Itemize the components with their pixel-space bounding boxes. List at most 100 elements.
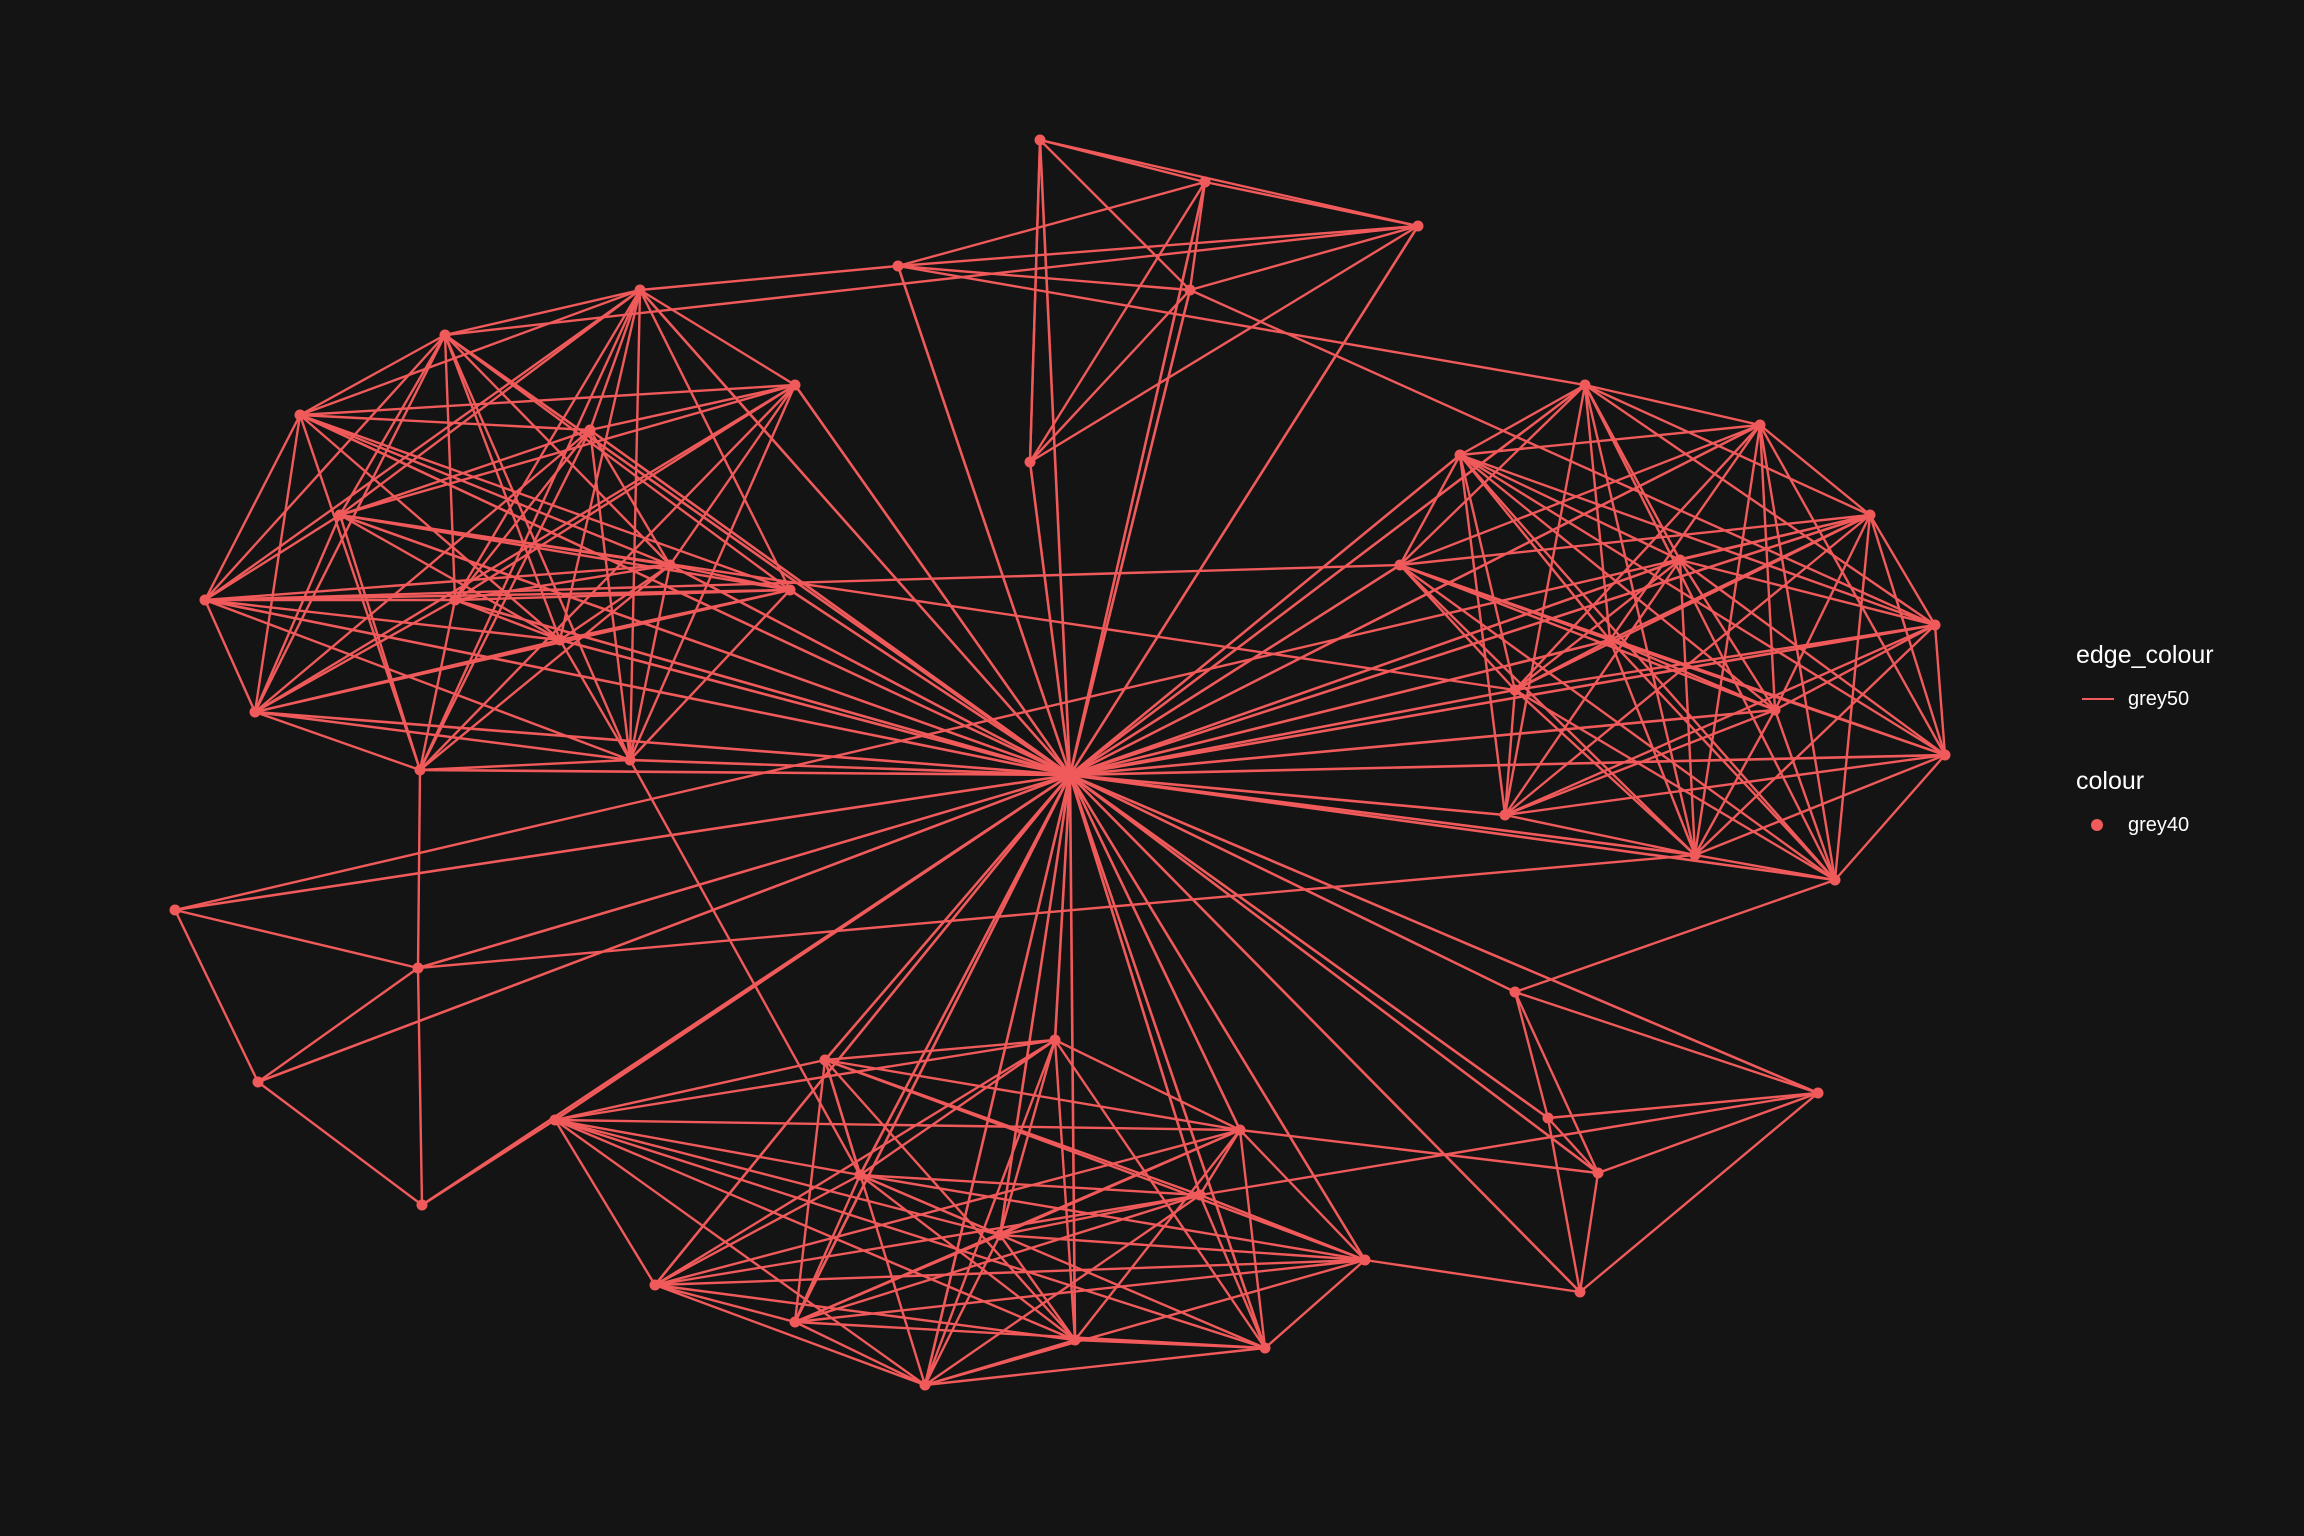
graph-edge [204,598,1071,777]
graph-edge [824,1059,1076,1341]
graph-edge [203,414,302,601]
graph-edge [454,429,591,601]
graph-edge [416,769,422,969]
graph-edge [1759,424,1871,516]
graph-node [1939,749,1951,761]
graph-node [549,1114,561,1126]
graph-edge [1459,454,1836,881]
graph-edge [1514,424,1761,691]
graph-edge [254,383,796,714]
graph-edge [793,1174,862,1323]
graph-edge [1609,424,1761,641]
graph-edge [1029,289,1191,463]
graph-edge [924,1338,1076,1387]
graph-edge [1547,1091,1819,1120]
graph-edge [924,1346,1266,1387]
graph-edge [418,289,642,771]
legend-edge-section: edge_colour grey50 [2076,640,2214,714]
graph-node [1574,1286,1586,1298]
graph-edge [628,289,642,761]
graph-edge [1039,138,1419,228]
graph-edge [1189,288,1936,627]
graph-edge [421,1118,556,1207]
graph-node [249,706,261,718]
graph-node [1542,1112,1554,1124]
graph-edge [254,710,631,762]
graph-edge [1583,384,1682,561]
graph-edge [254,638,561,714]
graph-edge [1028,461,1072,776]
legend-edge-key [2076,684,2116,714]
graph-edge [1199,1091,1819,1197]
graph-node [252,1076,264,1088]
graph-edge [1584,383,1871,517]
graph-edge [654,1258,1366,1287]
graph-node [169,904,181,916]
graph-edge [554,1119,926,1386]
graph-edge [554,1058,826,1122]
graph-edge [1584,384,1936,626]
graph-edge [654,1038,1056,1287]
graph-edge [1068,774,1267,1349]
graph-node [1864,509,1876,521]
legend: edge_colour grey50 colour grey40 [2076,640,2214,892]
graph-edge [1693,709,1777,856]
graph-edge [669,563,791,592]
graph-edge [204,563,1401,602]
graph-edge [1597,1091,1819,1175]
graph-node [789,1316,801,1328]
graph-edge [1579,1092,1819,1293]
graph-edge [1069,708,1776,777]
graph-node [334,509,346,521]
graph-edge [299,333,446,417]
graph-node [1929,619,1941,631]
graph-edge [669,563,1071,777]
graph-edge [1198,1194,1267,1349]
graph-node [1024,456,1036,468]
graph-edge [1029,224,1419,464]
graph-edge [1069,773,1599,1175]
graph-edge [1459,423,1761,457]
graph-edge [454,383,796,602]
graph-edge [1028,181,1207,463]
node-layer [169,134,1951,1391]
graph-edge [554,1118,1266,1350]
graph-node [412,962,424,974]
graph-edge [339,289,641,516]
graph-edge [299,413,671,567]
graph-edge [1204,180,1419,228]
graph-edge [418,429,592,771]
legend-edge-label: grey50 [2128,687,2190,710]
legend-node-section: colour grey40 [2076,766,2214,840]
graph-edge [1068,181,1207,776]
graph-edge [454,598,1071,777]
graph-edge [253,334,447,713]
graph-node [1034,134,1046,146]
graph-edge [1068,225,1420,776]
graph-edge [559,588,791,642]
graph-edge [444,288,641,337]
graph-edge [794,1193,1201,1324]
graph-edge [1504,753,1946,817]
graph-edge [1679,558,1936,627]
graph-node [1509,986,1521,998]
graph-edge [1458,454,1507,816]
graph-edge [1069,773,1506,817]
graph-edge [1608,639,1697,856]
graph-edge [1459,454,1611,641]
graph-edge [417,773,1071,970]
graph-edge [338,334,447,516]
graph-edge [559,564,671,641]
graph-edge [1868,514,1937,626]
graph-edge [554,1118,1001,1237]
graph-edge [1399,423,1761,567]
graph-edge [1503,689,1517,816]
graph-edge [416,967,424,1206]
graph-edge [254,710,421,772]
graph-edge [554,1118,1076,1342]
graph-edge [1459,453,1681,562]
legend-node-label: grey40 [2128,813,2190,836]
graph-edge [1038,139,1072,776]
graph-edge [204,513,341,602]
